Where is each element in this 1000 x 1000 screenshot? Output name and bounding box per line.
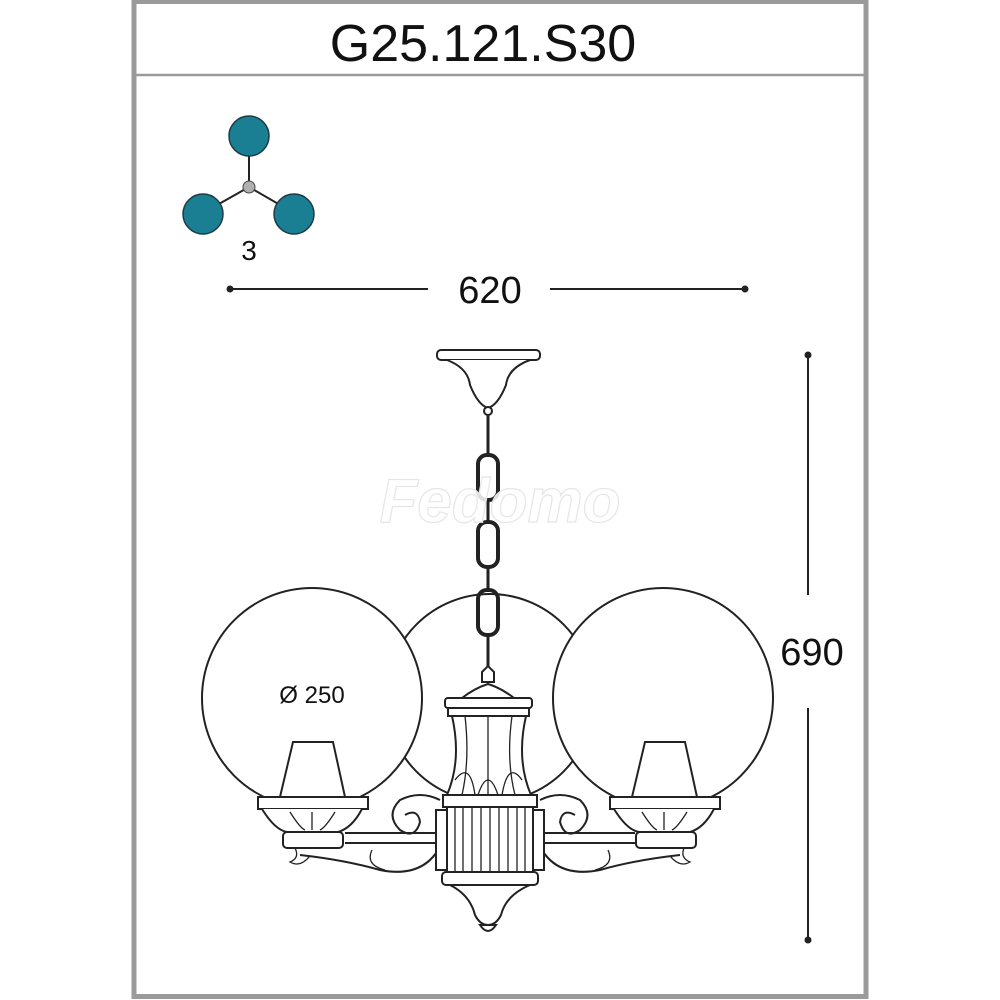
light-count-label: 3 [241,235,257,266]
globe-dot-icon [228,115,270,157]
right-lamp-holder [609,741,721,865]
left-lamp-holder [257,741,369,865]
width-label: 620 [458,270,521,312]
chandelier-drawing [201,349,774,932]
chain [476,415,500,683]
drawing-frame [131,0,869,999]
three-light-config-icon [182,115,315,235]
globe-dot-icon [182,193,224,235]
globe-dot-icon [273,193,315,235]
height-label: 690 [780,632,843,674]
left-arm [299,794,446,873]
width-dimension-line [226,285,749,293]
height-dimension-line [804,351,812,944]
right-arm [534,794,681,873]
watermark: Fedomo [379,467,620,536]
globe-diameter-label: Ø 250 [279,682,344,709]
ceiling-canopy [436,349,541,416]
central-body [435,682,545,932]
product-code-title: G25.121.S30 [330,15,636,73]
hub-dot-icon [242,180,256,194]
